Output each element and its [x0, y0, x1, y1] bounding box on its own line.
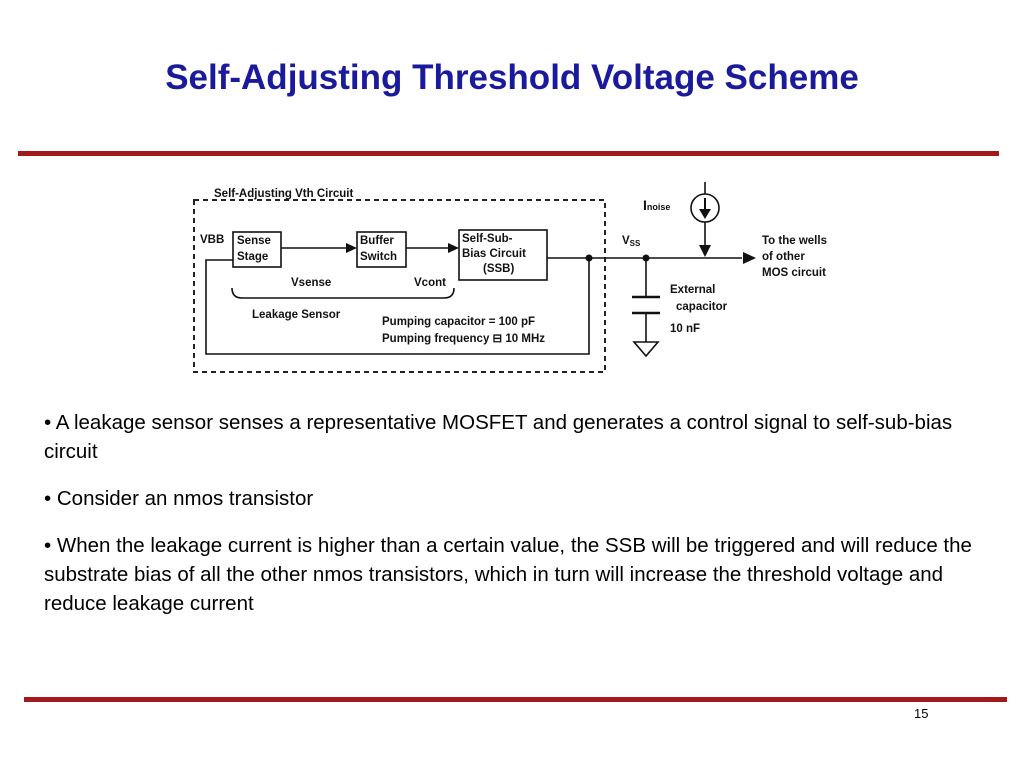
ground-icon: [632, 341, 660, 358]
sense-stage-label-1: Sense: [237, 235, 271, 247]
pumping-capacitor-label: Pumping capacitor = 100 pF: [382, 316, 535, 328]
ssb-label-1: Self-Sub-: [462, 233, 513, 245]
footer-divider: [24, 697, 1007, 702]
vcont-label: Vcont: [414, 277, 446, 289]
vsense-arrowhead: [346, 243, 357, 253]
bullet-item: • Consider an nmos transistor: [44, 487, 314, 510]
slide-title: Self-Adjusting Threshold Voltage Scheme: [165, 58, 859, 97]
junction-dot-1: [585, 254, 593, 262]
inoise-inner-arrowhead: [699, 209, 711, 219]
vss-label: VSS: [622, 235, 641, 248]
buffer-switch-label-2: Switch: [360, 251, 397, 263]
external-capacitor-label-1: External: [670, 284, 715, 296]
output-arrowhead: [743, 252, 756, 264]
vsense-label: Vsense: [291, 277, 331, 289]
bullet-list: • A leakage sensor senses a representati…: [44, 408, 994, 636]
ssb-label-3: (SSB): [483, 263, 514, 275]
sense-stage-label-2: Stage: [237, 251, 268, 263]
inoise-label: Inoise: [643, 197, 670, 213]
circuit-title-label: Self-Adjusting Vth Circuit: [214, 188, 353, 200]
feedback-loop-wire: [205, 258, 590, 355]
to-wells-label-2: of other: [762, 251, 805, 263]
external-capacitor-label-3: 10 nF: [670, 323, 700, 335]
inoise-down-arrowhead: [699, 245, 711, 257]
circuit-diagram: Self-Adjusting Vth Circuit VBB Sense Sta…: [193, 182, 827, 373]
leakage-sensor-bracket: [231, 287, 455, 299]
buffer-switch-box: [356, 231, 407, 268]
page-number: 15: [914, 706, 929, 721]
leakage-sensor-label: Leakage Sensor: [252, 309, 341, 321]
to-wells-label-1: To the wells: [762, 235, 827, 247]
to-wells-label-3: MOS circuit: [762, 267, 826, 279]
vcont-arrowhead: [448, 243, 459, 253]
pumping-frequency-label: Pumping frequency ⊟ 10 MHz: [382, 333, 545, 345]
ssb-box: [458, 229, 548, 281]
vbb-label: VBB: [200, 234, 224, 246]
bullet-item: • When the leakage current is higher tha…: [44, 534, 972, 615]
bullet-item: • A leakage sensor senses a representati…: [44, 411, 953, 463]
vth-circuit-boundary: [193, 199, 606, 373]
title-divider: [18, 151, 999, 156]
ssb-label-2: Bias Circuit: [462, 248, 526, 260]
external-capacitor-label-2: capacitor: [676, 301, 728, 313]
sense-stage-box: [232, 231, 282, 268]
buffer-switch-label-1: Buffer: [360, 235, 394, 247]
